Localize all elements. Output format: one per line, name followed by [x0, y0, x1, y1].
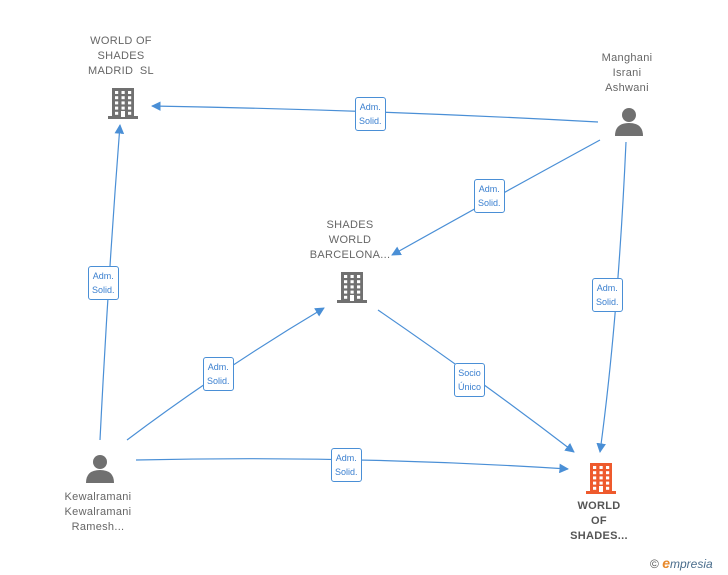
node-label-wsm[interactable]: WORLD OF SHADES MADRID SL: [61, 34, 181, 79]
edge-label-line: Solid.: [596, 297, 619, 307]
edge-label-line: Adm.: [359, 102, 381, 112]
node-label-line: SHADES: [97, 50, 145, 62]
edge-label-mia-to-wos[interactable]: Adm. Solid.: [592, 278, 623, 312]
node-label-line: OF: [591, 515, 607, 527]
node-label-line: WORLD: [577, 500, 621, 512]
node-label-line: Manghani: [601, 52, 653, 64]
node-label-line: SHADES...: [570, 530, 628, 542]
brand-logo-text: mpresia: [669, 557, 713, 571]
edge-label-kkr-to-swb[interactable]: Adm. Solid.: [203, 357, 234, 391]
node-label-wos[interactable]: WORLD OF SHADES...: [539, 499, 659, 544]
node-label-line: WORLD OF: [90, 35, 152, 47]
edge-label-kkr-to-wsm[interactable]: Adm. Solid.: [88, 266, 119, 300]
person-icon[interactable]: [615, 108, 643, 136]
node-label-line: Ramesh...: [71, 521, 125, 533]
building-icon[interactable]: [586, 463, 616, 494]
node-label-line: BARCELONA...: [309, 249, 391, 261]
building-icon[interactable]: [108, 88, 138, 119]
person-icon[interactable]: [86, 455, 114, 483]
edge-label-mia-to-wsm[interactable]: Adm. Solid.: [355, 97, 386, 131]
node-label-line: Ashwani: [605, 82, 649, 94]
node-label-line: Israni: [612, 67, 642, 79]
edge-label-line: Adm.: [478, 184, 500, 194]
node-label-line: Kewalramani: [64, 506, 132, 518]
node-label-line: MADRID SL: [88, 65, 154, 77]
edge-label-line: Único: [458, 382, 482, 392]
brand-logo-e: e: [662, 555, 670, 571]
building-icon[interactable]: [337, 272, 367, 303]
copyright-symbol: ©: [650, 557, 659, 571]
node-label-swb[interactable]: SHADES WORLD BARCELONA...: [290, 218, 410, 263]
node-label-line: WORLD: [328, 234, 372, 246]
footer-brand: © empresia: [650, 555, 713, 571]
edge-label-kkr-to-wos[interactable]: Adm. Solid.: [331, 448, 362, 482]
edge-label-line: Adm.: [596, 283, 618, 293]
edge-label-line: Solid.: [335, 467, 358, 477]
edge-label-line: Solid.: [92, 285, 115, 295]
edge-label-line: Solid.: [359, 116, 382, 126]
edge-label-line: Adm.: [92, 271, 114, 281]
node-label-line: SHADES: [326, 219, 374, 231]
edge-label-line: Solid.: [207, 376, 230, 386]
edge-label-line: Solid.: [478, 198, 501, 208]
edge-label-line: Adm.: [207, 362, 229, 372]
edge-label-line: Adm.: [335, 453, 357, 463]
edge-label-line: Socio: [458, 368, 481, 378]
edge-label-mia-to-swb[interactable]: Adm. Solid.: [474, 179, 505, 213]
node-label-line: Kewalramani: [64, 491, 132, 503]
